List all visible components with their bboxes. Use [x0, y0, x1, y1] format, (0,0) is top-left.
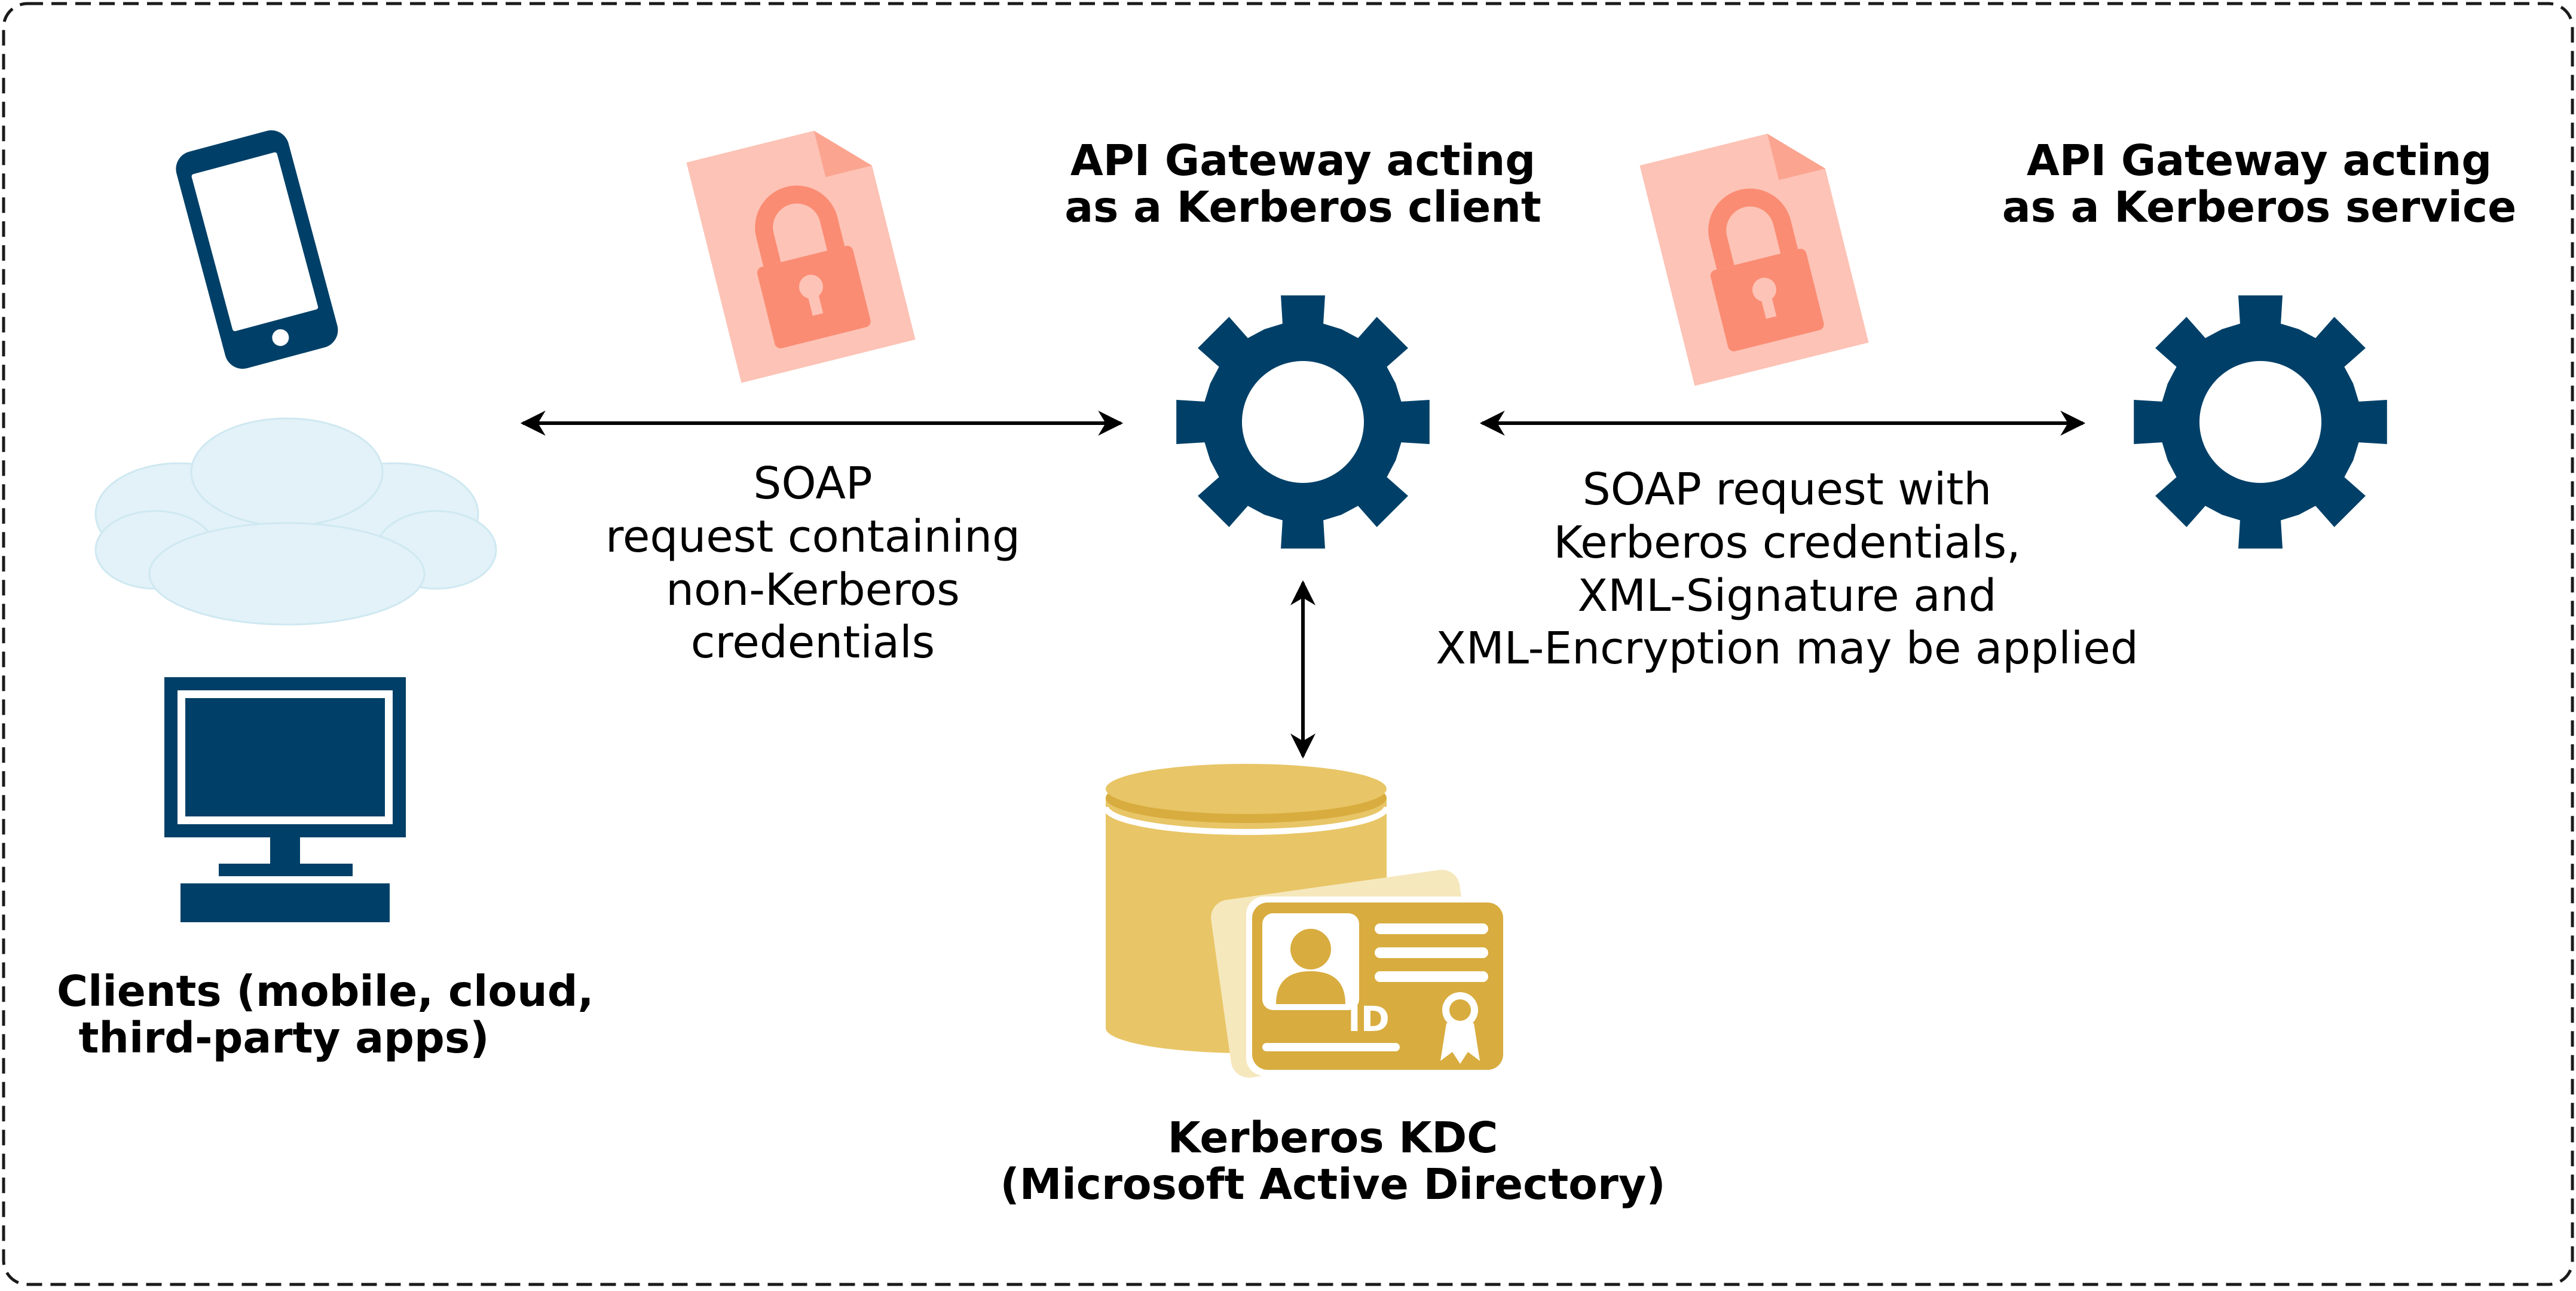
locked-document-icon [1639, 133, 1869, 386]
kerberos-service-label-line2: as a Kerberos service [2002, 182, 2517, 232]
cloud-icon [94, 417, 497, 626]
locked-document-icon [686, 130, 916, 383]
id-badge-text: ID [1348, 999, 1390, 1039]
edge2-line3: XML-Signature and [1577, 570, 1997, 622]
monitor-icon [164, 677, 406, 922]
edge1-line4: credentials [690, 617, 935, 669]
kdc-label: Kerberos KDC (Microsoft Active Directory… [968, 1113, 1697, 1210]
client-to-service-edge-label: SOAP request with Kerberos credentials, … [1399, 463, 2176, 675]
clients-label: Clients (mobile, cloud, third-party apps… [57, 966, 594, 1063]
edge2-line4: XML-Encryption may be applied [1436, 623, 2138, 675]
kerberos-client-label-line2: as a Kerberos client [1064, 182, 1541, 232]
kerberos-service-label: API Gateway acting as a Kerberos service [1972, 137, 2546, 231]
kerberos-client-label: API Gateway acting as a Kerberos client [1016, 137, 1590, 231]
clients-label-line1: Clients (mobile, cloud, [57, 966, 594, 1016]
edge1-line3: non-Kerberos [666, 564, 960, 616]
edge1-line1: SOAP [753, 458, 873, 509]
kerberos-client-label-line1: API Gateway acting [1070, 136, 1536, 185]
id-card-icon: ID [1211, 870, 1509, 1078]
kdc-label-line2: (Microsoft Active Directory) [1000, 1160, 1666, 1210]
gear-icon [2134, 295, 2387, 549]
edge2-line2: Kerberos credentials, [1553, 516, 2021, 568]
phone-icon [176, 130, 338, 369]
clients-to-client-edge-label: SOAP request containing non-Kerberos cre… [514, 457, 1112, 669]
kdc-label-line1: Kerberos KDC [1167, 1113, 1498, 1162]
edge1-line2: request containing [605, 510, 1020, 562]
kerberos-service-label-line1: API Gateway acting [2026, 136, 2492, 185]
clients-label-line2: third-party apps) [78, 1013, 489, 1063]
edge2-line1: SOAP request with [1582, 464, 1992, 515]
gear-icon [1176, 295, 1430, 549]
